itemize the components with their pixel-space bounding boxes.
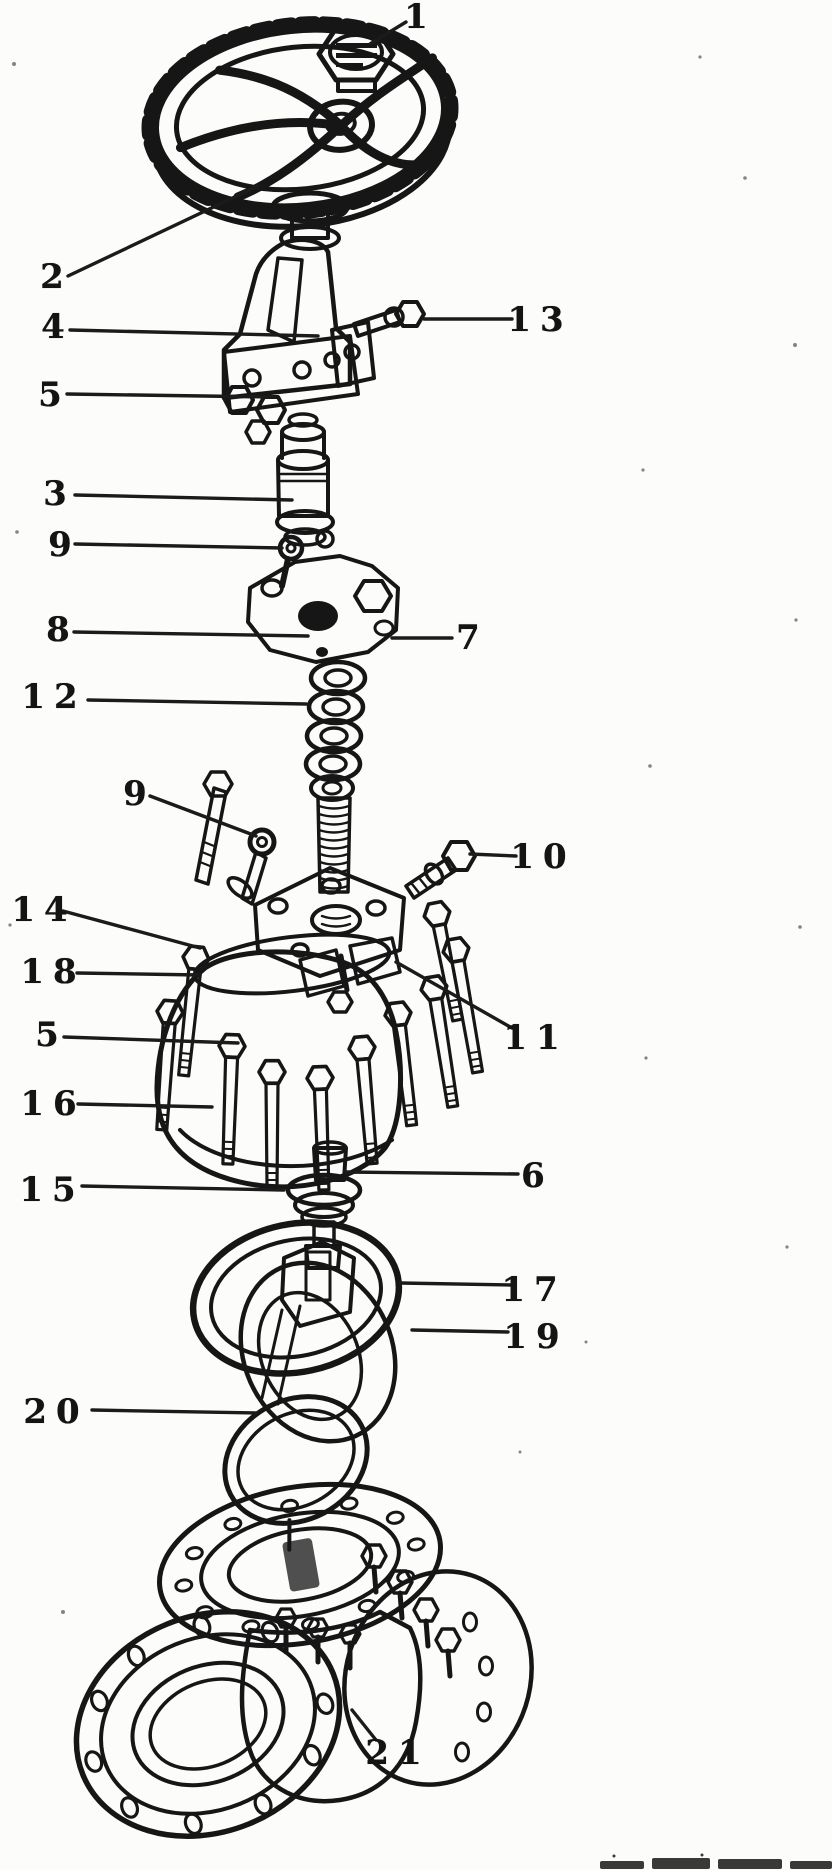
leader-line-20 [90,1408,258,1415]
part-callout-13: 13 [507,300,573,340]
leader-line-5 [65,392,274,399]
leader-line-8 [72,630,310,638]
part-callout-14: 14 [11,890,77,930]
leader-line-10 [468,852,518,858]
leader-line-11 [394,960,514,1030]
bonnet-studs-drawing [155,899,485,1192]
leader-line-18 [75,971,202,977]
part-callout-19: 19 [503,1317,569,1357]
leader-line-15 [80,1184,286,1192]
leader-line-14 [61,909,202,950]
gasket-ring-drawing [222,1394,370,1552]
part-callout-4: 4 [41,307,65,347]
leader-line-21 [350,1708,378,1742]
leader-line-4 [68,328,320,338]
yoke-drawing [221,190,376,414]
yoke-screw-drawing [352,300,426,338]
part-callout-12: 12 [21,677,87,717]
leader-line-3 [73,493,294,502]
part-callout-5: 5 [38,375,62,415]
part-callout-18: 18 [20,952,86,992]
leader-line-12 [86,698,308,706]
part-callout-10: 10 [510,837,576,877]
gland-flange-drawing [246,554,400,664]
part-callout-15: 15 [19,1170,85,1210]
part-callout-9: 9 [48,525,72,565]
valve-body-drawing [239,1609,423,1804]
part-callout-6: 6 [521,1156,545,1196]
part-callout-16: 16 [20,1084,86,1124]
yoke-nuts-drawing [223,385,287,445]
leader-line-9 [73,542,284,550]
leader-line-9 [148,794,258,838]
gland-eyebolt-lower-drawing [194,770,277,906]
seat-ring-drawing [189,1219,403,1377]
leader-line-19 [410,1328,510,1334]
scan-specks [8,55,802,1614]
part-callout-3: 3 [43,474,67,514]
stem-drawing [275,412,335,547]
leader-line-2 [66,184,260,278]
eyebolt-drawing [404,840,477,900]
part-callout-9: 9 [123,774,147,814]
leader-line-16 [76,1102,214,1109]
part-callout-17: 17 [501,1270,567,1310]
wedge-boss-drawing [280,1240,356,1328]
part-callout-5: 5 [35,1015,59,1055]
leader-line-6 [343,1170,520,1176]
part-callout-7: 7 [456,618,480,658]
leader-line-17 [398,1281,512,1287]
leader-line-1 [368,20,408,46]
packing-rings-drawing [303,659,368,802]
part-callout-1: 1 [404,0,428,37]
inlet-flange-drawing [73,1609,343,1839]
part-callout-11: 11 [503,1018,569,1058]
leader-line-5 [62,1035,240,1045]
part-callout-21: 21 [365,1733,431,1773]
part-callout-20: 20 [23,1392,89,1432]
part-callout-8: 8 [46,610,70,650]
stem-nut-drawing [316,25,396,93]
smudged-caption [600,1853,832,1869]
part-callout-2: 2 [40,257,64,297]
